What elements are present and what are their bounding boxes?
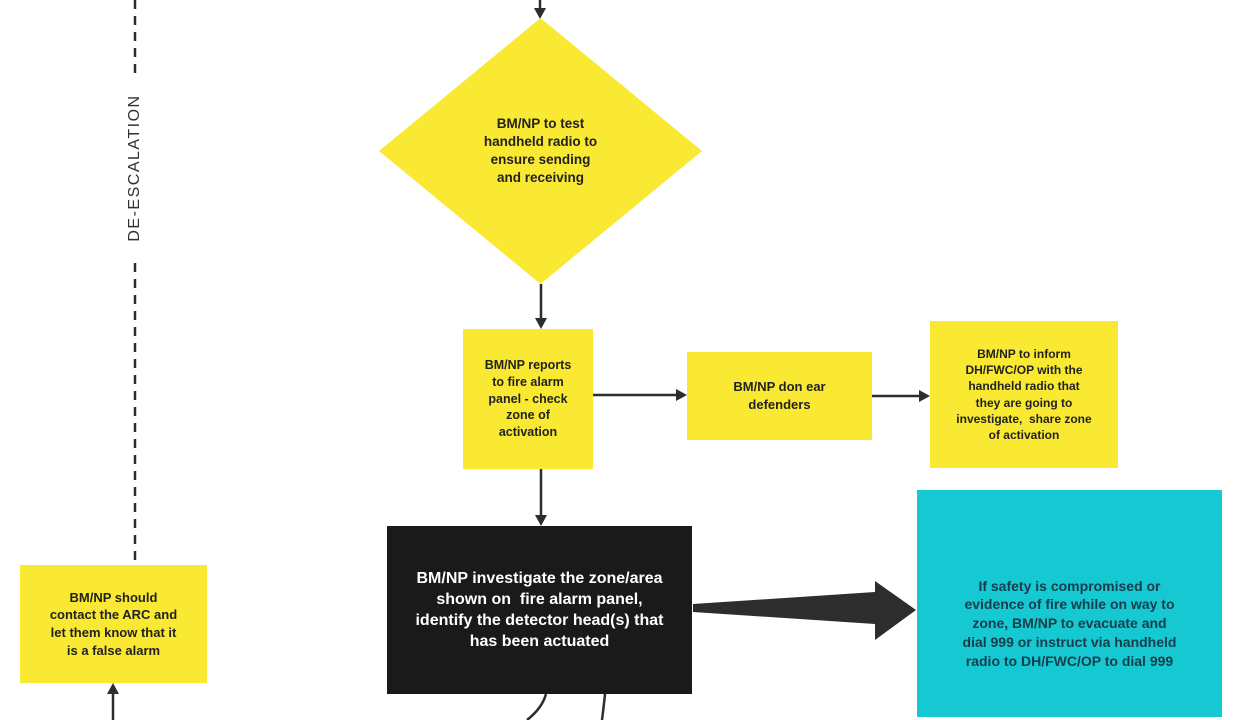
process-investigate-zone-text: BM/NP investigate the zone/area shown on… bbox=[415, 569, 664, 651]
arrow-report-panel-to-investigate bbox=[535, 469, 547, 526]
process-report-fire-alarm-panel: BM/NP reports to fire alarm panel - chec… bbox=[463, 329, 593, 469]
process-contact-arc-false-alarm: BM/NP should contact the ARC and let the… bbox=[20, 565, 207, 683]
arrow-ear-defenders-to-inform bbox=[872, 390, 930, 402]
process-report-fire-alarm-panel-text: BM/NP reports to fire alarm panel - chec… bbox=[484, 357, 572, 440]
decision-test-handheld-radio-text: BM/NP to test handheld radio to ensure s… bbox=[483, 115, 598, 186]
process-inform-dh-fwc-op-text: BM/NP to inform DH/FWC/OP with the handh… bbox=[956, 346, 1092, 442]
arrow-decision-to-report-panel-head bbox=[535, 318, 547, 329]
process-inform-dh-fwc-op: BM/NP to inform DH/FWC/OP with the handh… bbox=[930, 321, 1118, 468]
de-escalation-lane-label: DE-ESCALATION bbox=[126, 94, 143, 242]
arrow-ear-defenders-to-inform-head bbox=[919, 390, 930, 402]
arrow-report-panel-to-ear-defenders-head bbox=[676, 389, 687, 401]
connector-below-investigate-left bbox=[526, 693, 548, 720]
arrow-up-into-contact-arc bbox=[107, 683, 119, 720]
arrow-into-decision-head bbox=[534, 8, 546, 19]
process-contact-arc-false-alarm-text: BM/NP should contact the ARC and let the… bbox=[49, 589, 178, 658]
process-don-ear-defenders-text: BM/NP don ear defenders bbox=[733, 379, 826, 412]
arrow-report-panel-to-ear-defenders bbox=[593, 389, 687, 401]
process-investigate-zone: BM/NP investigate the zone/area shown on… bbox=[387, 526, 692, 694]
big-arrow-investigate-to-safety bbox=[693, 581, 916, 640]
decision-test-handheld-radio: BM/NP to test handheld radio to ensure s… bbox=[379, 18, 702, 284]
arrow-into-decision bbox=[534, 0, 546, 19]
arrow-up-into-contact-arc-head bbox=[107, 683, 119, 694]
connector-below-investigate-right bbox=[600, 693, 607, 720]
emphasis-safety-compromised-text: If safety is compromised or evidence of … bbox=[962, 577, 1177, 669]
arrow-report-panel-to-investigate-head bbox=[535, 515, 547, 526]
arrow-decision-to-report-panel bbox=[535, 284, 547, 329]
process-don-ear-defenders: BM/NP don ear defenders bbox=[687, 352, 872, 440]
emphasis-safety-compromised: If safety is compromised or evidence of … bbox=[917, 490, 1222, 717]
